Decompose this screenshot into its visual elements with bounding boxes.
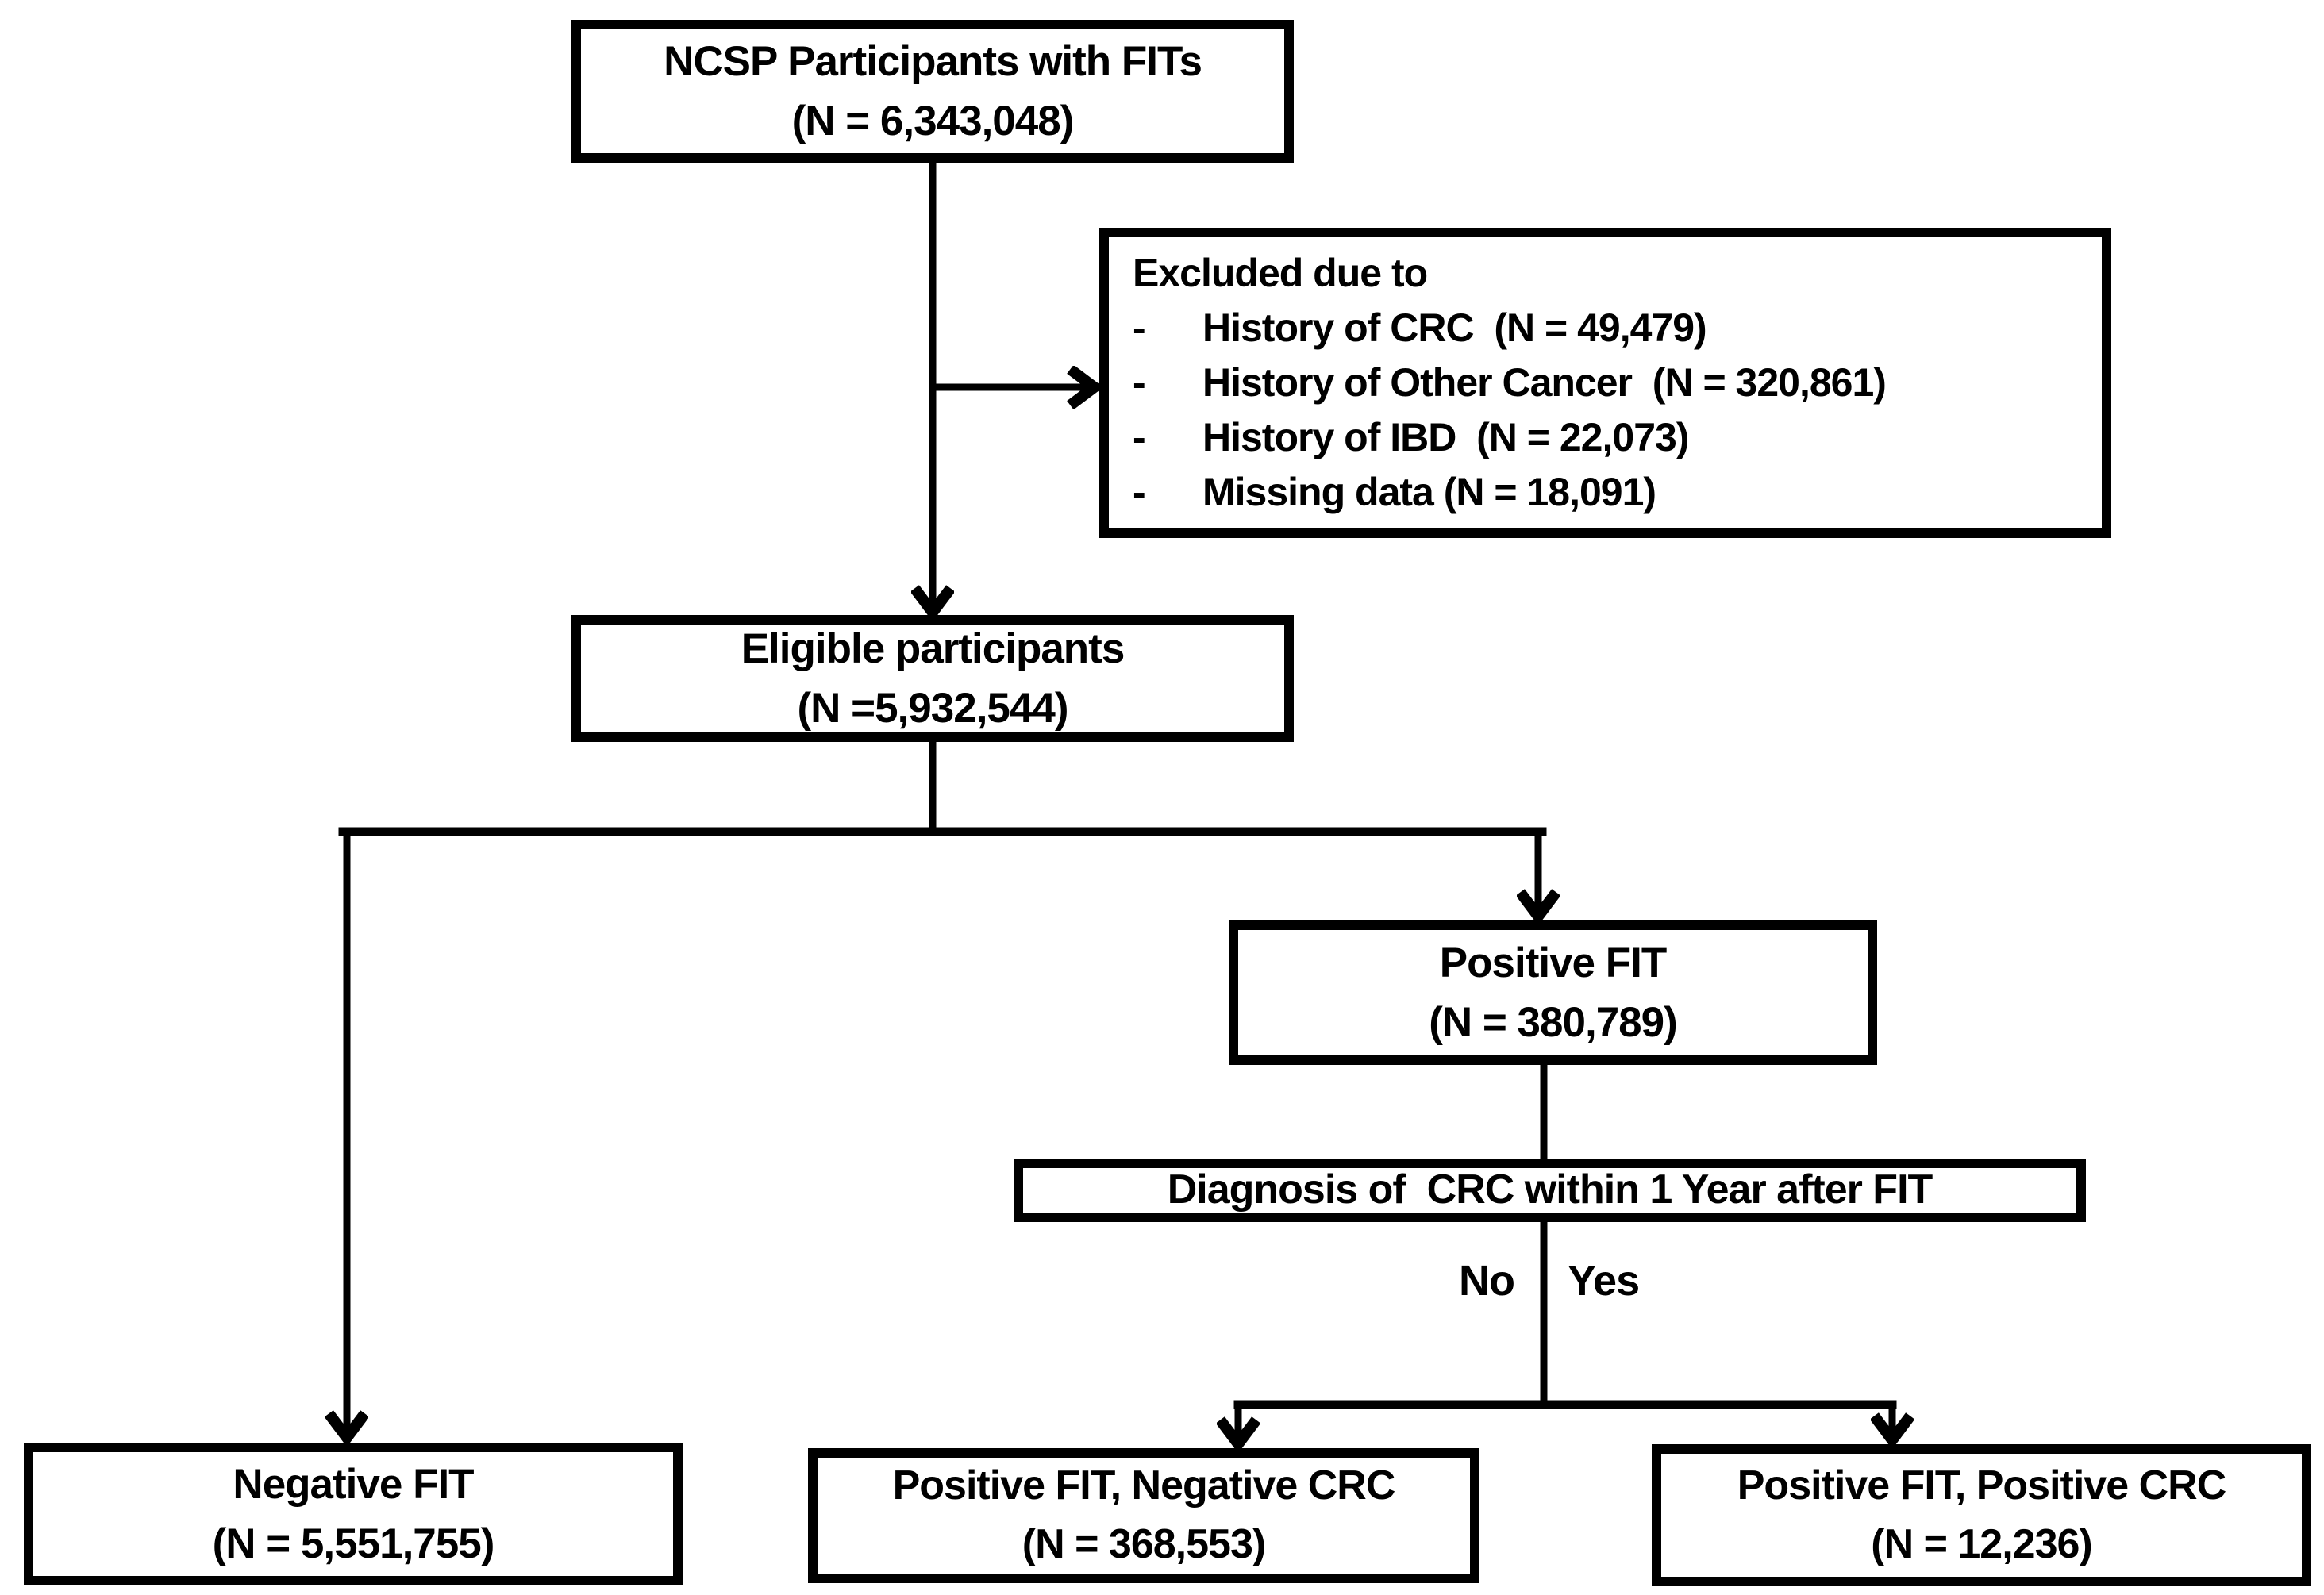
- box-positive-fit-positive-crc-count: (N = 12,236): [1871, 1520, 2092, 1567]
- box-eligible-participants: Eligible participants (N =5,932,544): [571, 615, 1294, 742]
- excluded-item-text: History of CRC (N = 49,479): [1202, 306, 1707, 350]
- box-positive-fit-negative-crc-count: (N = 368,553): [1022, 1521, 1266, 1567]
- box-negative-fit-label: Negative FIT: [233, 1460, 474, 1508]
- excluded-item-text: History of Other Cancer (N = 320,861): [1202, 360, 1887, 405]
- box-positive-fit-count: (N = 380,789): [1429, 999, 1678, 1046]
- box-excluded-title: Excluded due to: [1133, 251, 1428, 295]
- box-ncsp-participants: NCSP Participants with FITs (N = 6,343,0…: [571, 20, 1294, 163]
- box-positive-fit-positive-crc: Positive FIT, Positive CRC (N = 12,236): [1652, 1444, 2311, 1586]
- excluded-item-history-other-cancer: - History of Other Cancer (N = 320,861): [1133, 356, 1887, 410]
- excluded-item-text: Missing data (N = 18,091): [1202, 470, 1656, 514]
- box-ncsp-participants-count: (N = 6,343,048): [791, 98, 1075, 144]
- box-positive-fit-negative-crc-label: Positive FIT, Negative CRC: [892, 1462, 1396, 1509]
- box-excluded: Excluded due to - History of CRC (N = 49…: [1099, 228, 2111, 538]
- excluded-item-history-crc: - History of CRC (N = 49,479): [1133, 301, 1707, 356]
- box-positive-fit: Positive FIT (N = 380,789): [1229, 920, 1877, 1065]
- branch-label-no: No: [1459, 1257, 1515, 1305]
- box-negative-fit: Negative FIT (N = 5,551,755): [24, 1443, 683, 1585]
- excluded-item-bullet: -: [1133, 415, 1146, 459]
- box-positive-fit-label: Positive FIT: [1439, 939, 1667, 986]
- box-ncsp-participants-label: NCSP Participants with FITs: [664, 37, 1202, 85]
- box-negative-fit-count: (N = 5,551,755): [212, 1520, 495, 1567]
- excluded-item-history-ibd: - History of IBD (N = 22,073): [1133, 410, 1689, 465]
- box-positive-fit-positive-crc-label: Positive FIT, Positive CRC: [1737, 1462, 2226, 1509]
- box-diagnosis-crc-1year: Diagnosis of CRC within 1 Year after FIT: [1014, 1159, 2086, 1222]
- box-eligible-participants-count: (N =5,932,544): [797, 685, 1068, 732]
- box-positive-fit-negative-crc: Positive FIT, Negative CRC (N = 368,553): [808, 1448, 1479, 1583]
- excluded-item-bullet: -: [1133, 306, 1146, 350]
- box-diagnosis-crc-1year-label: Diagnosis of CRC within 1 Year after FIT: [1167, 1166, 1933, 1213]
- excluded-item-text: History of IBD (N = 22,073): [1202, 415, 1689, 459]
- excluded-item-bullet: -: [1133, 470, 1146, 514]
- box-eligible-participants-label: Eligible participants: [741, 625, 1125, 672]
- excluded-item-bullet: -: [1133, 360, 1146, 405]
- branch-label-yes: Yes: [1568, 1257, 1640, 1305]
- excluded-item-missing-data: - Missing data (N = 18,091): [1133, 465, 1656, 520]
